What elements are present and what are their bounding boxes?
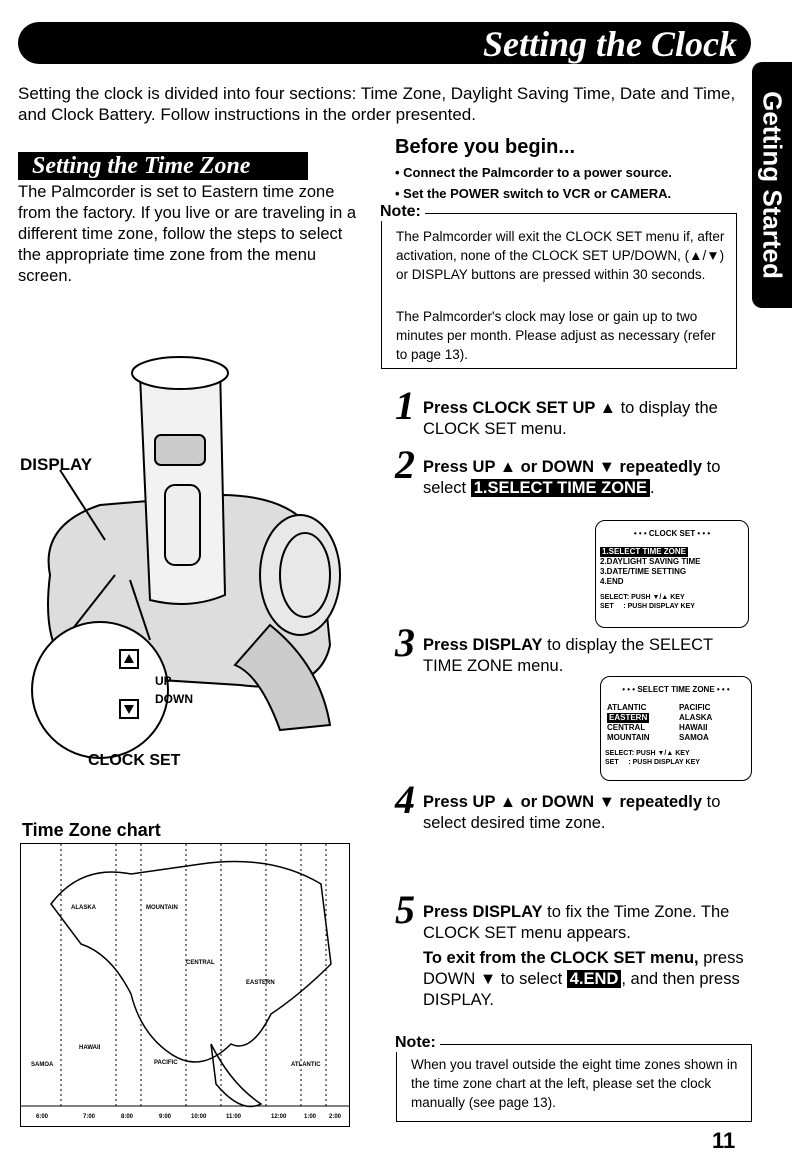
up-label: UP — [155, 674, 172, 688]
zone-label: MOUNTAIN — [146, 905, 178, 911]
step-text: press DOWN ▼ to select — [423, 949, 744, 988]
intro-paragraph: Setting the clock is divided into four s… — [18, 84, 736, 124]
step-number: 3 — [395, 620, 415, 665]
title-banner: Setting the Clock — [18, 22, 751, 64]
step-action: Press UP ▲ or DOWN ▼ repeatedly — [423, 793, 703, 811]
list-item: • Connect the Palmcorder to a power sour… — [395, 165, 672, 180]
note-text: When you travel outside the eight time z… — [411, 1057, 738, 1110]
side-tab: Getting Started — [752, 62, 792, 308]
menu-highlight: 4.END — [566, 970, 622, 988]
note-box: Note: The Palmcorder will exit the CLOCK… — [376, 203, 737, 369]
section-heading: Setting the Time Zone — [18, 152, 308, 180]
step-number: 4 — [395, 777, 415, 822]
note-label: Note: — [391, 1034, 440, 1052]
step-text: to display the CLOCK SET menu. — [423, 399, 718, 438]
side-tab-label: Getting Started — [757, 91, 788, 279]
menu-item: HAWAII — [679, 723, 708, 732]
step-3: 3 Press DISPLAY to display the SELECT TI… — [395, 623, 745, 677]
time-label: 8:00 — [121, 1114, 134, 1120]
zone-label: ATLANTIC — [291, 1062, 321, 1068]
chart-title: Time Zone chart — [22, 820, 161, 840]
before-you-begin-list: • Connect the Palmcorder to a power sour… — [395, 162, 672, 204]
zone-label: PACIFIC — [154, 1060, 178, 1066]
down-label: DOWN — [155, 692, 193, 706]
display-callout-label: DISPLAY — [20, 455, 93, 474]
camcorder-illustration: UP DOWN CLOCK SET — [31, 356, 341, 769]
menu-item: 2.DAYLIGHT SAVING TIME — [600, 557, 701, 566]
menu-item: ALASKA — [679, 713, 713, 722]
time-zone-map: ALASKA MOUNTAIN CENTRAL EASTERN HAWAII S… — [20, 843, 350, 1127]
menu-item: 4.END — [600, 577, 624, 586]
menu-item: CENTRAL — [607, 723, 646, 732]
zone-label: CENTRAL — [186, 960, 215, 966]
step-action: Press CLOCK SET UP ▲ — [423, 399, 616, 417]
zone-label: SAMOA — [31, 1062, 54, 1068]
step-action: Press DISPLAY — [423, 903, 543, 921]
step-text: to select desired time zone. — [423, 793, 721, 832]
zone-label: ALASKA — [71, 905, 97, 911]
step-1: 1 Press CLOCK SET UP ▲ to display the CL… — [395, 386, 745, 440]
time-label: 2:00 — [329, 1114, 342, 1120]
note-box: Note: When you travel outside the eight … — [391, 1034, 752, 1122]
clock-set-label: CLOCK SET — [88, 752, 181, 769]
exit-instruction: To exit from the CLOCK SET menu, — [423, 949, 699, 967]
menu-item: MOUNTAIN — [607, 733, 650, 742]
before-you-begin-heading: Before you begin... — [395, 136, 576, 158]
menu-item: PACIFIC — [679, 703, 711, 712]
time-label: 12:00 — [271, 1114, 287, 1120]
zone-label: HAWAII — [79, 1045, 101, 1051]
step-text: to display the SELECT TIME ZONE menu. — [423, 636, 713, 675]
note-text: The Palmcorder will exit the CLOCK SET m… — [396, 229, 725, 282]
note-label: Note: — [376, 203, 425, 221]
zone-label: EASTERN — [246, 980, 275, 986]
menu-footer: SELECT: PUSH ▼/▲ KEY — [605, 750, 690, 757]
page-number: 11 — [712, 1128, 736, 1153]
list-item: • Set the POWER switch to VCR or CAMERA. — [395, 186, 672, 201]
page-title: Setting the Clock — [482, 24, 737, 64]
step-text: to select — [423, 458, 721, 497]
menu-item: 3.DATE/TIME SETTING — [600, 567, 687, 576]
section-heading-text: Setting the Time Zone — [32, 153, 251, 179]
step-4: 4 Press UP ▲ or DOWN ▼ repeatedly to sel… — [395, 780, 745, 834]
step-text: , and then press DISPLAY. — [423, 970, 740, 1009]
menu-item: SAMOA — [679, 733, 709, 742]
menu-footer: SET : PUSH DISPLAY KEY — [600, 603, 695, 610]
time-label: 6:00 — [36, 1114, 49, 1120]
time-label: 7:00 — [83, 1114, 96, 1120]
menu-highlight: 1.SELECT TIME ZONE — [470, 479, 650, 497]
menu-item: EASTERN — [607, 713, 650, 723]
time-zone-menu: • • • SELECT TIME ZONE • • • ATLANTIC EA… — [600, 676, 752, 781]
time-label: 9:00 — [159, 1114, 172, 1120]
clock-set-menu: • • • CLOCK SET • • • 1.SELECT TIME ZONE… — [595, 520, 749, 628]
time-label: 10:00 — [191, 1114, 207, 1120]
step-text: to fix the Time Zone. The CLOCK SET menu… — [423, 903, 730, 942]
menu-footer: SET : PUSH DISPLAY KEY — [605, 759, 700, 766]
step-number: 2 — [395, 442, 415, 487]
menu-item: 1.SELECT TIME ZONE — [600, 547, 689, 557]
step-action: Press DISPLAY — [423, 636, 543, 654]
note-text: The Palmcorder's clock may lose or gain … — [396, 309, 716, 362]
time-label: 1:00 — [304, 1114, 317, 1120]
magnifier-circle — [31, 621, 169, 759]
step-text: . — [649, 479, 655, 497]
step-5: 5 Press DISPLAY to fix the Time Zone. Th… — [395, 890, 745, 1011]
menu-footer: SELECT: PUSH ▼/▲ KEY — [600, 594, 685, 601]
menu-title: • • • CLOCK SET • • • — [633, 529, 711, 538]
down-arrow-icon — [124, 705, 134, 714]
up-arrow-icon — [124, 654, 134, 663]
step-2: 2 Press UP ▲ or DOWN ▼ repeatedly to sel… — [395, 445, 745, 499]
time-label: 11:00 — [226, 1114, 242, 1120]
section-body: The Palmcorder is set to Eastern time zo… — [18, 183, 357, 285]
menu-item: ATLANTIC — [607, 703, 647, 712]
step-number: 1 — [395, 383, 415, 428]
menu-title: • • • SELECT TIME ZONE • • • — [622, 685, 730, 694]
step-action: Press UP ▲ or DOWN ▼ repeatedly — [423, 458, 703, 476]
step-number: 5 — [395, 887, 415, 932]
